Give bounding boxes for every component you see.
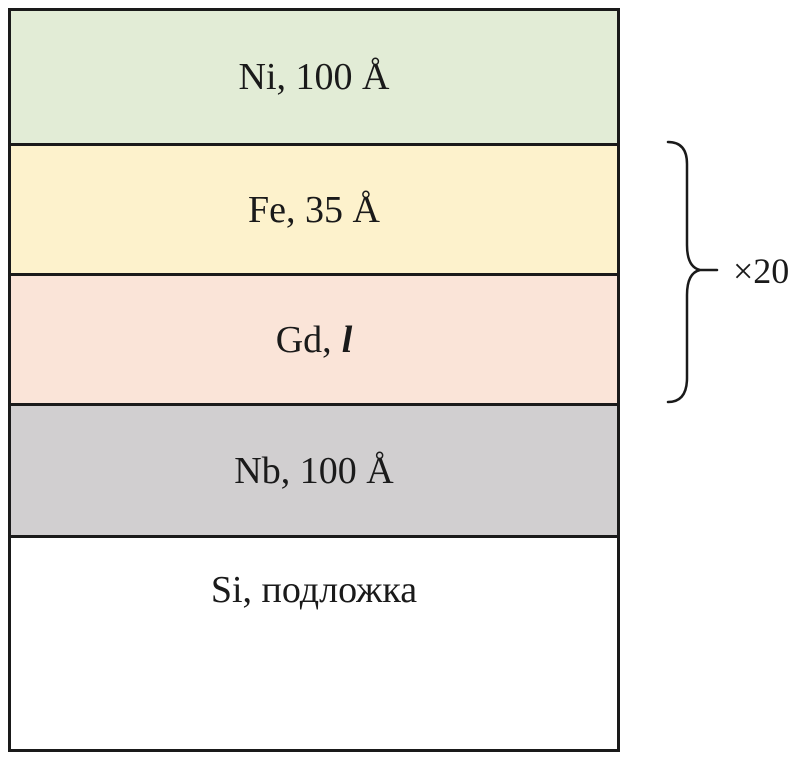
repeat-count-label: ×20 (733, 251, 790, 291)
layer-stack: Ni, 100 Å Fe, 35 Å Gd, l Nb, 100 Å Si, п… (8, 8, 620, 752)
layer-gd-label-prefix: Gd, (275, 318, 332, 361)
layer-nb-label: Nb, 100 Å (234, 449, 394, 492)
layer-si-substrate: Si, подложка (11, 538, 617, 749)
layer-gd-thickness-variable: l (341, 318, 353, 361)
layer-fe-label: Fe, 35 Å (248, 188, 380, 231)
layer-fe: Fe, 35 Å (11, 146, 617, 276)
layer-gd: Gd, l (11, 276, 617, 406)
layer-ni-label: Ni, 100 Å (238, 56, 390, 98)
layer-nb: Nb, 100 Å (11, 406, 617, 538)
layer-si-label: Si, подложка (210, 569, 418, 611)
repeat-brace-icon (666, 140, 719, 404)
layer-ni: Ni, 100 Å (11, 11, 617, 146)
